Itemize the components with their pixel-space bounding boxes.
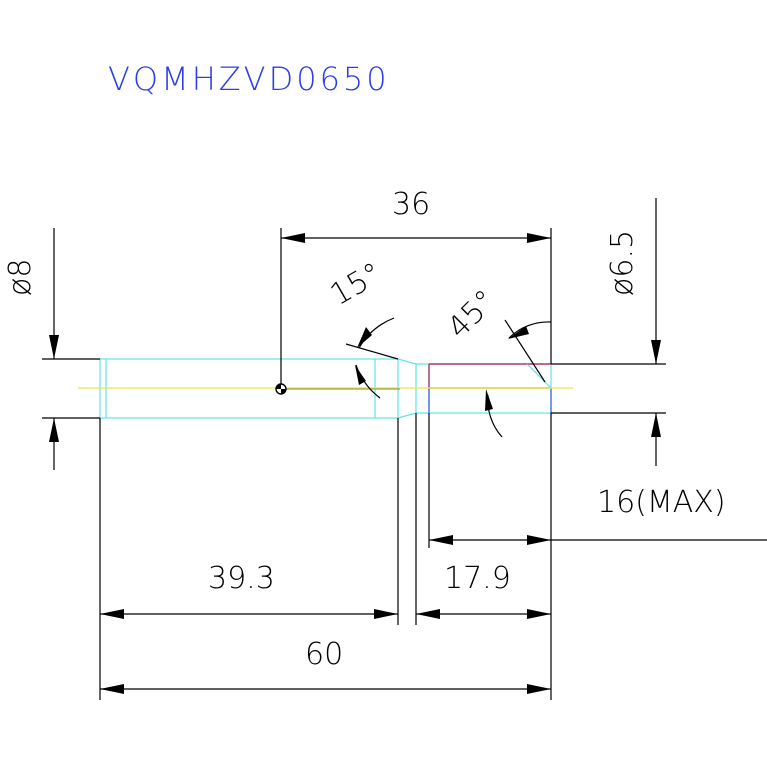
arrow-right [527,233,551,243]
dimension-16-max: 16(MAX) [428,413,767,700]
datum-point-fill [276,384,286,394]
dimension-60: 60 [100,637,551,694]
dimension-36: 36 [280,187,552,384]
angle-text: 15° [325,256,389,313]
arrow-right [527,535,551,545]
angle-arc-upper [358,317,395,349]
dimension-17-9: 17.9 [415,413,551,625]
arrow-left [100,609,124,619]
tip-chamfer [526,363,552,389]
dim-text: 60 [305,637,343,672]
arrow-top [49,335,59,359]
arrow-bottom [49,418,59,442]
angle-leader [345,343,399,360]
dim-text: 36 [392,187,430,222]
tool-body [78,358,573,419]
dim-text: ø8 [3,259,38,296]
dimension-dia-8: ø8 [3,228,100,470]
arrow-left [281,233,305,243]
arrow-right [374,609,398,619]
arrow-left [416,609,440,619]
arrow-upper [357,327,372,348]
dimension-39-3: 39.3 [99,418,399,700]
arrow-left [429,535,453,545]
angle-15: 15° [325,256,399,399]
arrow-right [527,609,551,619]
angle-leader [504,319,546,383]
angle-text: 45° [441,283,503,345]
dim-text: 16(MAX) [597,485,726,520]
arrow-lower [485,389,493,411]
dim-text: 39.3 [208,561,275,596]
angle-arc-upper [508,321,552,339]
arrow-left [100,684,124,694]
arrow-top [651,340,661,364]
part-number: VQMHZVD0650 [108,60,390,98]
dimension-dia-6-5: ø6.5 [551,198,666,466]
angle-arc-lower [355,364,381,399]
arrow-lower [355,365,366,385]
dim-text: ø6.5 [605,230,640,296]
arrow-upper [508,326,529,339]
arrow-right [527,684,551,694]
arrow-bottom [651,413,661,437]
angle-45: 45° [441,283,552,438]
dim-text: 17.9 [444,561,511,596]
